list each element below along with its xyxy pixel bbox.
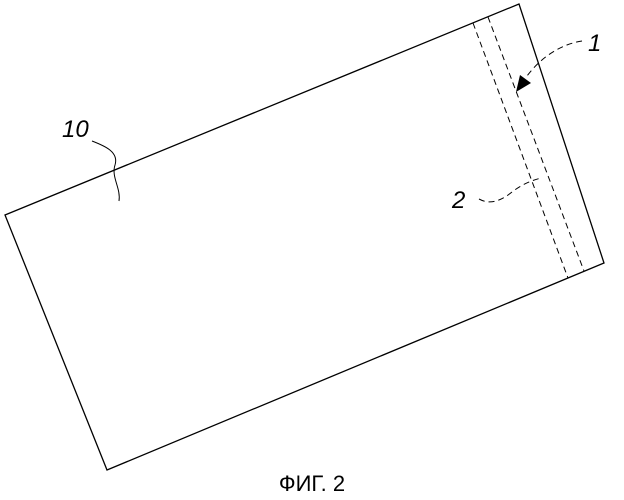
reference-1-label: 1 — [588, 30, 601, 57]
dashed-line-inner — [473, 23, 568, 278]
reference-1-arrowhead — [516, 75, 531, 92]
reference-2-leader — [479, 178, 541, 202]
reference-1: 1 — [516, 30, 601, 92]
reference-10-label: 10 — [62, 116, 89, 143]
sheet-outline — [5, 4, 604, 470]
figure-caption: ФИГ. 2 — [279, 471, 345, 496]
reference-2: 2 — [451, 178, 541, 214]
reference-2-label: 2 — [451, 187, 465, 214]
reference-10-leader — [92, 141, 119, 201]
reference-1-leader — [527, 41, 582, 76]
